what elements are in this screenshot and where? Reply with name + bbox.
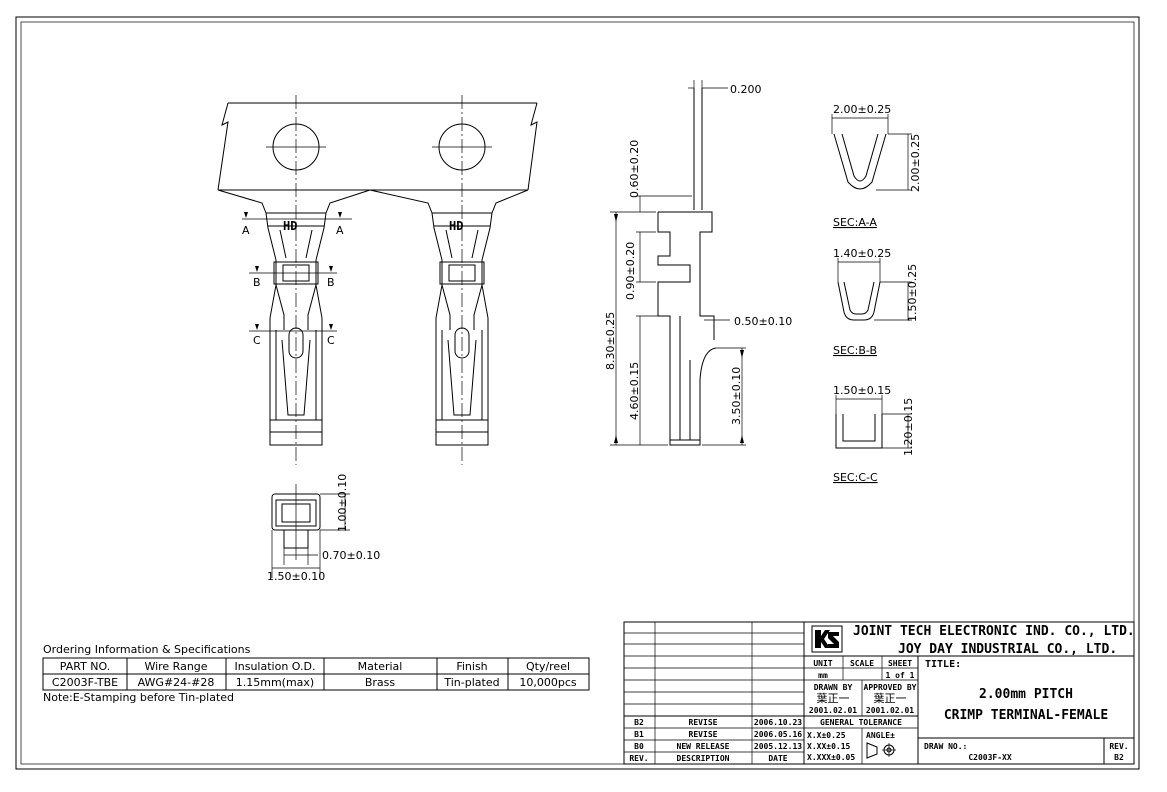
dim-front-width: 1.50±0.10 bbox=[267, 570, 325, 583]
dim-thickness: 0.200 bbox=[730, 83, 762, 96]
section-c-view bbox=[835, 395, 912, 449]
approved-by-name: 葉正一 bbox=[874, 691, 907, 705]
title-label: TITLE: bbox=[925, 659, 961, 670]
section-c-label: SEC:C-C bbox=[833, 471, 878, 484]
title-line-1: 2.00mm PITCH bbox=[979, 687, 1073, 702]
section-b-view bbox=[837, 258, 912, 321]
outer-border bbox=[15, 16, 1140, 770]
rev-row-1-rev: B2 bbox=[634, 718, 644, 727]
ordering-cell-material: Brass bbox=[365, 676, 396, 689]
dim-contact-depth: 3.50±0.10 bbox=[730, 367, 743, 425]
ordering-note: Note:E-Stamping before Tin-plated bbox=[43, 691, 234, 704]
tolerance-3: X.XXX±0.05 bbox=[807, 753, 855, 762]
tolerance-1: X.X±0.25 bbox=[807, 731, 846, 740]
dim-overall-length: 8.30±0.25 bbox=[604, 312, 617, 370]
ordering-header-finish: Finish bbox=[456, 660, 487, 673]
dim-front-opening: 0.70±0.10 bbox=[322, 549, 380, 562]
ordering-header-insulation: Insulation O.D. bbox=[235, 660, 316, 673]
ordering-cell-qty: 10,000pcs bbox=[519, 676, 577, 689]
dim-contact-length: 4.60±0.15 bbox=[628, 362, 641, 420]
dim-sec-a-width: 2.00±0.25 bbox=[833, 103, 891, 116]
cut-label-b-right: B bbox=[327, 276, 335, 289]
drawing-no-label: DRAW NO.: bbox=[924, 742, 967, 751]
section-a-view bbox=[831, 114, 912, 191]
section-b-label: SEC:B-B bbox=[833, 344, 877, 357]
ordering-header-wire: Wire Range bbox=[144, 660, 207, 673]
rev-row-2-date: 2006.05.16 bbox=[754, 730, 802, 739]
dim-contact-width: 0.50±0.10 bbox=[734, 315, 792, 328]
dim-sec-b-width: 1.40±0.25 bbox=[833, 247, 891, 260]
ordering-cell-part: C2003F-TBE bbox=[52, 676, 118, 689]
ordering-table bbox=[42, 657, 590, 691]
cut-label-c-right: C bbox=[327, 334, 335, 347]
description-header: DESCRIPTION bbox=[677, 754, 730, 763]
rev-label: REV. bbox=[1109, 742, 1128, 751]
carrier-mark-2: HD bbox=[449, 219, 463, 233]
drawn-by-label: DRAWN BY bbox=[814, 683, 853, 692]
cut-label-b-left: B bbox=[253, 276, 261, 289]
angle-label: ANGLE± bbox=[866, 731, 895, 740]
rev-row-2-desc: REVISE bbox=[689, 730, 718, 739]
scale-label: SCALE bbox=[850, 659, 874, 668]
ordering-cell-finish: Tin-plated bbox=[443, 676, 499, 689]
rev-row-1-desc: REVISE bbox=[689, 718, 718, 727]
rev-row-2-rev: B1 bbox=[634, 730, 644, 739]
dim-sec-c-height: 1.20±0.15 bbox=[902, 398, 915, 456]
ordering-cell-insulation: 1.15mm(max) bbox=[236, 676, 314, 689]
cut-label-a-right: A bbox=[336, 224, 344, 237]
rev-header: REV. bbox=[629, 754, 648, 763]
top-view bbox=[217, 95, 538, 465]
unit-value: mm bbox=[818, 671, 828, 680]
dim-sec-a-height: 2.00±0.25 bbox=[909, 134, 922, 192]
unit-label: UNIT bbox=[813, 659, 832, 668]
cut-label-a-left: A bbox=[242, 224, 250, 237]
approved-date: 2001.02.01 bbox=[866, 706, 914, 715]
ordering-heading: Ordering Information & Specifications bbox=[43, 643, 251, 656]
tolerance-2: X.XX±0.15 bbox=[807, 742, 851, 751]
front-view bbox=[271, 484, 350, 578]
side-view bbox=[610, 80, 746, 446]
sheet-label: SHEET bbox=[888, 659, 912, 668]
dim-sec-b-height: 1.50±0.25 bbox=[906, 264, 919, 322]
ordering-header-material: Material bbox=[358, 660, 403, 673]
rev-row-3-date: 2005.12.13 bbox=[754, 742, 802, 751]
sheet-value: 1 of 1 bbox=[886, 671, 915, 680]
inner-border bbox=[20, 21, 1135, 765]
cut-label-c-left: C bbox=[253, 334, 261, 347]
rev-value: B2 bbox=[1114, 753, 1124, 762]
rev-row-3-rev: B0 bbox=[634, 742, 644, 751]
rev-row-1-date: 2006.10.23 bbox=[754, 718, 802, 727]
company-name-en2: JOY DAY INDUSTRIAL CO., LTD. bbox=[898, 642, 1117, 657]
dim-sec-c-width: 1.50±0.15 bbox=[833, 384, 891, 397]
ordering-header-qty: Qty/reel bbox=[526, 660, 570, 673]
date-header: DATE bbox=[768, 754, 787, 763]
dim-top-tab: 0.60±0.20 bbox=[628, 140, 641, 198]
section-a-label: SEC:A-A bbox=[833, 216, 877, 229]
company-name-en: JOINT TECH ELECTRONIC IND. CO., LTD. bbox=[853, 624, 1135, 639]
title-line-2: CRIMP TERMINAL-FEMALE bbox=[944, 708, 1108, 723]
drawn-by-name: 葉正一 bbox=[817, 691, 850, 705]
rev-row-3-desc: NEW RELEASE bbox=[677, 742, 730, 751]
ordering-cell-wire: AWG#24-#28 bbox=[138, 676, 215, 689]
carrier-mark-1: HD bbox=[283, 219, 297, 233]
drawn-date: 2001.02.01 bbox=[809, 706, 857, 715]
approved-by-label: APPROVED BY bbox=[864, 683, 917, 692]
dim-mid-section: 0.90±0.20 bbox=[624, 242, 637, 300]
tolerance-label: GENERAL TOLERANCE bbox=[820, 718, 902, 727]
dim-front-height: 1.00±0.10 bbox=[336, 474, 349, 532]
title-block bbox=[623, 621, 1135, 765]
drawing-no: C2003F-XX bbox=[968, 753, 1012, 762]
ordering-header-part: PART NO. bbox=[60, 660, 110, 673]
